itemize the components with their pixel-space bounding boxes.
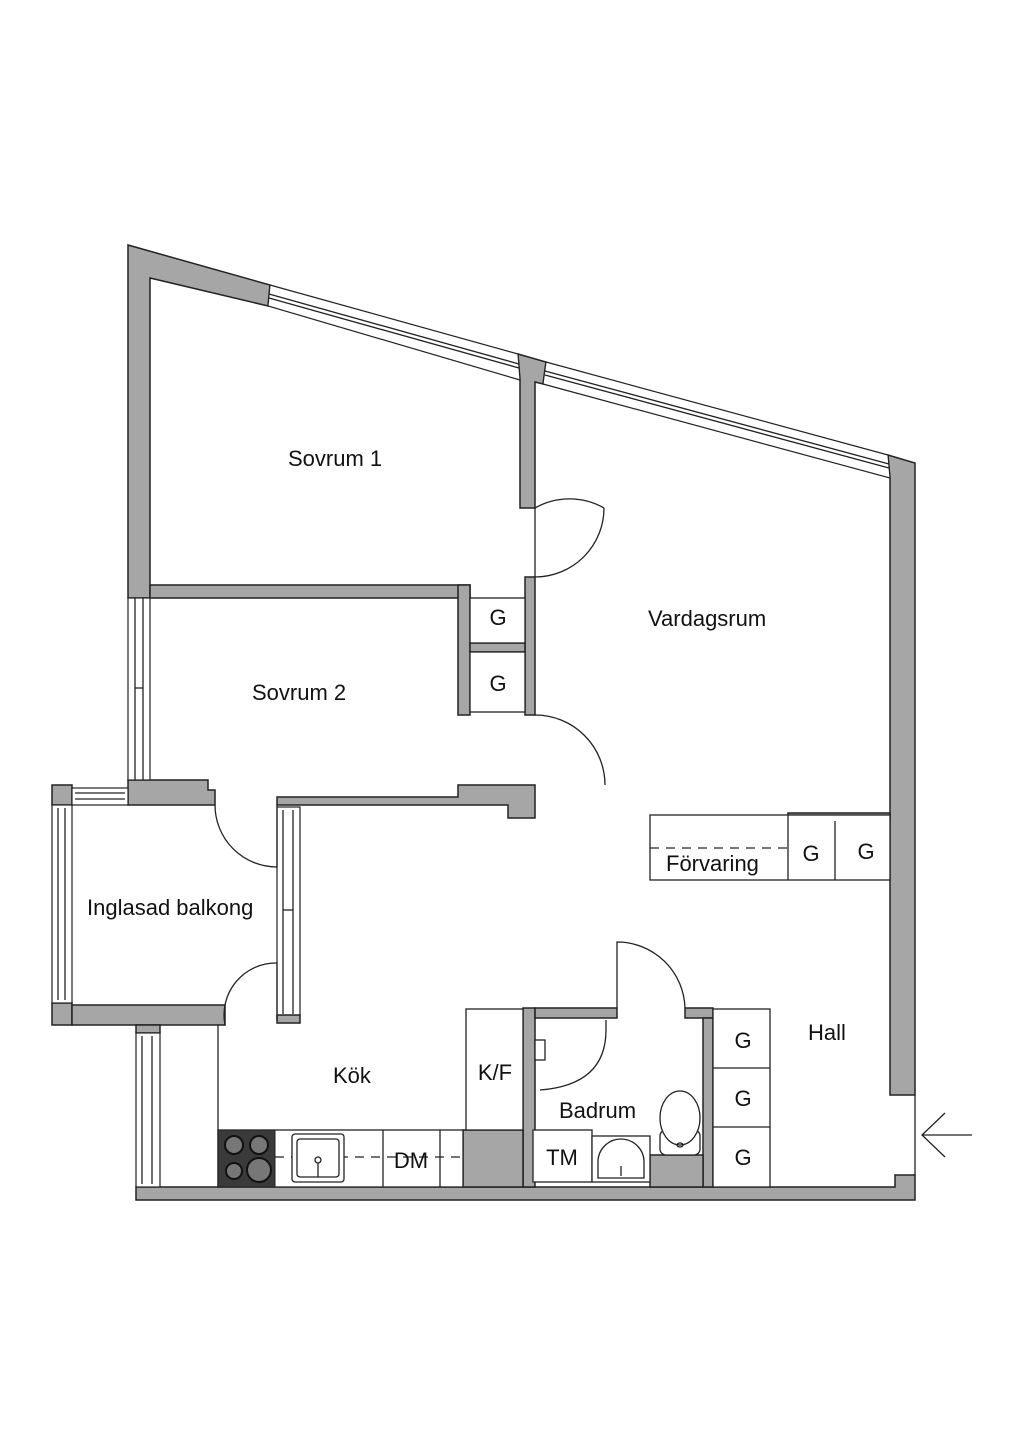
window-top-vardagsrum bbox=[542, 361, 891, 479]
fridge-freezer: K/F bbox=[465, 1008, 524, 1131]
room-label-kok: Kök bbox=[333, 1063, 372, 1088]
washer-label: TM bbox=[546, 1145, 578, 1170]
window-balkong-top bbox=[71, 787, 129, 806]
wardrobes-hall: G G G bbox=[712, 1008, 771, 1188]
wardrobe-label: G bbox=[489, 605, 506, 630]
wardrobe-label: G bbox=[489, 671, 506, 696]
interior-walls bbox=[51, 576, 891, 1188]
wardrobe-label: G bbox=[734, 1028, 751, 1053]
wardrobe-sovrum2: G bbox=[469, 651, 526, 713]
washbasin-icon bbox=[597, 1138, 645, 1179]
room-label-hall: Hall bbox=[808, 1020, 846, 1045]
dishwasher-label: DM bbox=[394, 1148, 428, 1173]
entrance-arrow-icon bbox=[921, 1112, 972, 1158]
room-label-sovrum1: Sovrum 1 bbox=[288, 446, 382, 471]
room-label-sovrum2: Sovrum 2 bbox=[252, 680, 346, 705]
wardrobe-sovrum1: G bbox=[469, 597, 526, 644]
window-balkong-left bbox=[51, 804, 73, 1004]
window-kok bbox=[135, 1025, 219, 1188]
shower-curtain bbox=[539, 1020, 607, 1091]
toilet-icon bbox=[659, 1090, 701, 1156]
window-sovrum2 bbox=[127, 597, 151, 781]
wardrobe-label: G bbox=[857, 839, 874, 864]
wardrobe-label: G bbox=[734, 1086, 751, 1111]
window-top-sovrum1 bbox=[267, 284, 521, 381]
window-balkong-kok bbox=[276, 806, 301, 1024]
doors bbox=[214, 498, 916, 1175]
room-label-balkong: Inglasad balkong bbox=[87, 895, 253, 920]
bathroom-fixtures: TM bbox=[532, 1020, 701, 1183]
forvaring-label: Förvaring bbox=[666, 851, 759, 876]
room-label-vardagsrum: Vardagsrum bbox=[648, 606, 766, 631]
sink-icon bbox=[291, 1133, 345, 1183]
kitchen-counter: DM bbox=[217, 1129, 464, 1188]
room-label-badrum: Badrum bbox=[559, 1098, 636, 1123]
forvaring-storage: Förvaring G G bbox=[649, 814, 891, 881]
wardrobe-label: G bbox=[802, 841, 819, 866]
wardrobe-label: G bbox=[734, 1145, 751, 1170]
shower-tap-icon bbox=[534, 1039, 546, 1061]
fridge-label: K/F bbox=[478, 1060, 512, 1085]
